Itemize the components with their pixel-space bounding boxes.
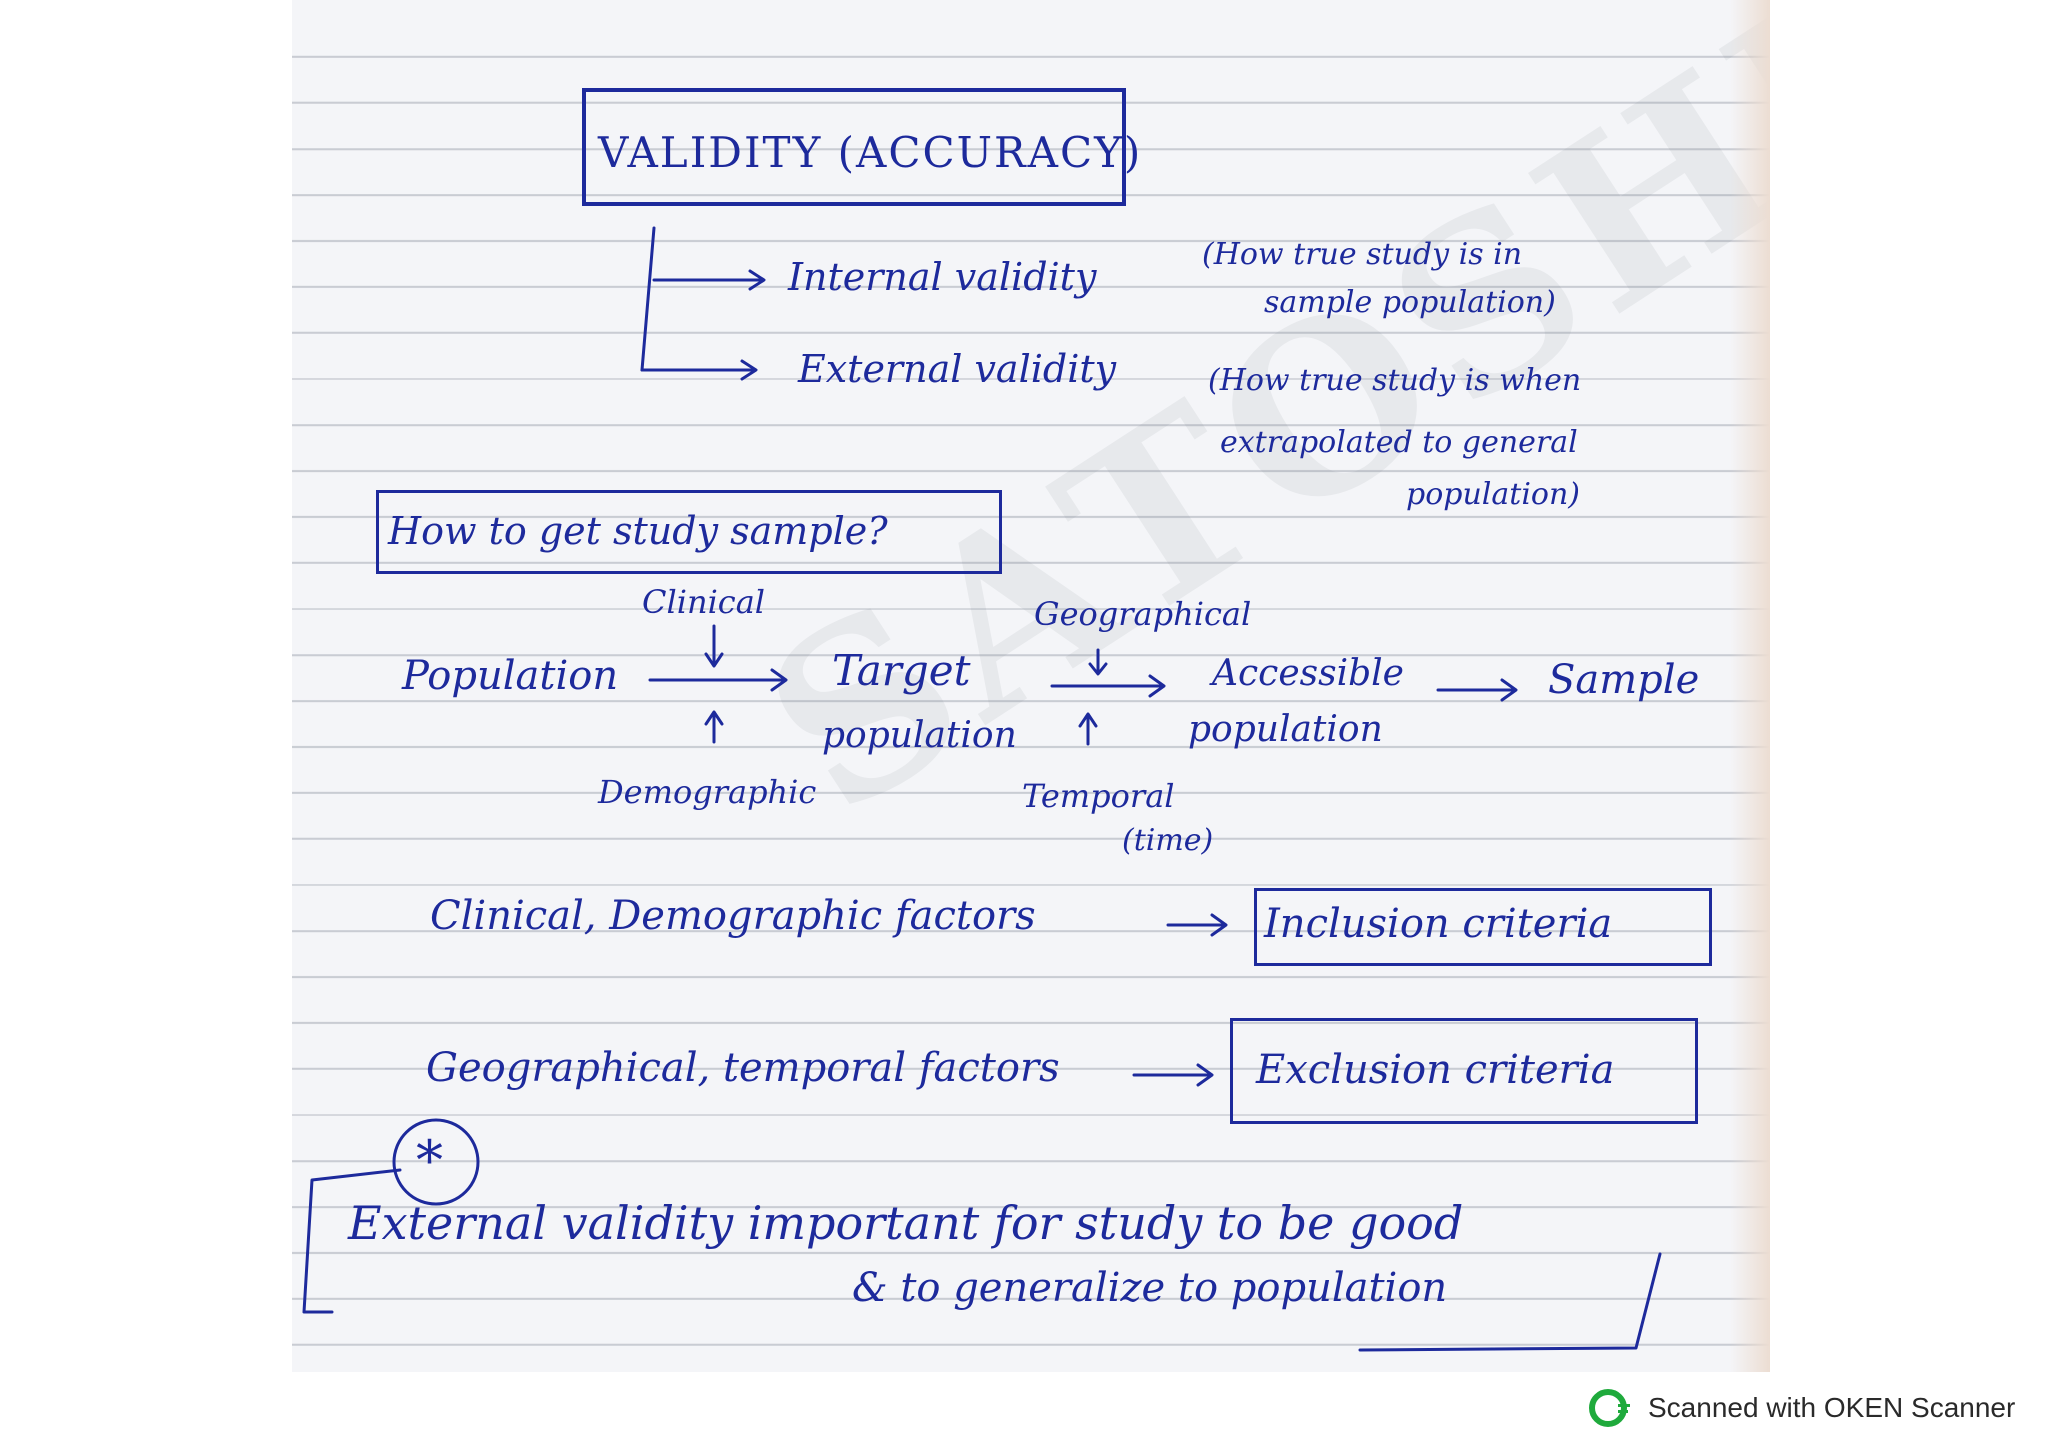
inclusion-box — [1254, 888, 1712, 966]
accessible-sample-arrow — [1436, 678, 1518, 702]
conclusion-right-bracket — [1358, 1252, 1662, 1352]
internal-validity-note-2: sample population) — [1264, 285, 1556, 320]
notebook-page: SATOSHIastic VALIDITY (ACCURACY) — [292, 0, 1770, 1372]
geographical-down-arrow — [1088, 648, 1108, 676]
branch-stem-line — [640, 226, 656, 372]
exclusion-box — [1230, 1018, 1698, 1124]
external-arrow — [640, 359, 758, 381]
flow-sample: Sample — [1548, 657, 1700, 703]
internal-validity-label: Internal validity — [788, 255, 1097, 299]
inclusion-criteria: Inclusion criteria — [1264, 901, 1613, 947]
oken-scanner-logo-icon — [1589, 1389, 1630, 1427]
conclusion-line-1: External validity important for study to… — [348, 1196, 1464, 1250]
flow-target-1: Target — [832, 646, 971, 695]
exclusion-factors: Geographical, temporal factors — [426, 1045, 1060, 1091]
population-target-arrow — [648, 668, 788, 692]
ink-strokes — [302, 226, 1662, 1352]
external-validity-note-3: population) — [1406, 477, 1581, 512]
scanner-footer: Scanned with OKEN Scanner — [1588, 1388, 2015, 1428]
exclusion-criteria: Exclusion criteria — [1256, 1047, 1615, 1093]
exclusion-arrow — [1132, 1063, 1214, 1087]
flow-accessible-2: population — [1188, 709, 1383, 750]
target-accessible-arrow — [1050, 674, 1166, 698]
external-validity-note-2: extrapolated to general — [1220, 425, 1578, 460]
flow-temporal-1: Temporal — [1022, 777, 1175, 815]
conclusion-left-bracket — [302, 1168, 402, 1314]
internal-validity-note-1: (How true study is in — [1202, 237, 1523, 272]
flow-demographic: Demographic — [598, 773, 817, 811]
flow-population: Population — [402, 653, 619, 699]
flow-target-2: population — [822, 715, 1017, 756]
flow-accessible-1: Accessible — [1212, 653, 1404, 694]
clinical-down-arrow — [704, 624, 724, 668]
sample-heading: How to get study sample? — [388, 509, 888, 553]
page-title: VALIDITY (ACCURACY) — [598, 128, 1143, 177]
conclusion-line-2: & to generalize to population — [852, 1265, 1448, 1311]
scanner-footer-text: Scanned with OKEN Scanner — [1648, 1392, 2016, 1423]
demographic-up-arrow — [704, 710, 724, 744]
title-box — [582, 88, 1126, 206]
temporal-up-arrow — [1078, 712, 1098, 746]
external-validity-label: External validity — [798, 347, 1117, 391]
flow-clinical: Clinical — [642, 583, 766, 621]
sample-heading-box — [376, 490, 1002, 574]
flow-temporal-2: (time) — [1122, 823, 1214, 858]
internal-arrow — [652, 269, 766, 291]
inclusion-factors: Clinical, Demographic factors — [430, 893, 1036, 939]
star-icon: * — [416, 1129, 443, 1192]
flow-geographical: Geographical — [1034, 595, 1252, 633]
star-circle — [392, 1118, 480, 1206]
inclusion-arrow — [1166, 913, 1228, 937]
external-validity-note-1: (How true study is when — [1208, 363, 1582, 398]
